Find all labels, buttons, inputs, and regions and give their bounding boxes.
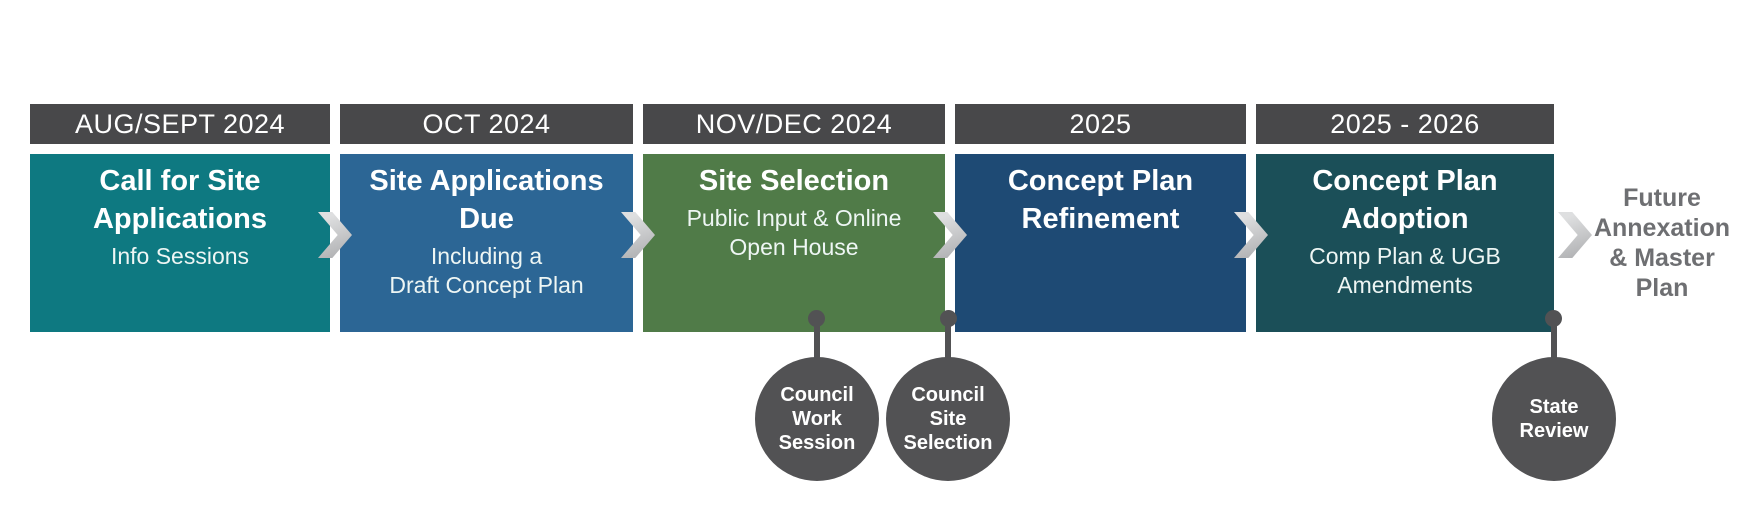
stage-site-selection: NOV/DEC 2024 Site Selection Public Input… <box>643 0 945 521</box>
stage-period-header: OCT 2024 <box>340 104 633 144</box>
stage-subtitle-line: Open House <box>729 234 859 260</box>
callout-line: Review <box>1519 420 1589 442</box>
stage-period-label: 2025 - 2026 <box>1330 108 1480 139</box>
future-note-line: Annexation <box>1593 214 1731 242</box>
callout-council-site-selection: Council Site Selection <box>886 357 1010 481</box>
callout-line: Council <box>911 384 985 406</box>
stage-site-applications-due: OCT 2024 Site Applications Due Including… <box>340 0 633 521</box>
callout-line: State <box>1529 396 1579 418</box>
stage-title-line: Concept Plan <box>1007 165 1194 197</box>
stage-body: Concept Plan Adoption Comp Plan & UGB Am… <box>1256 154 1554 332</box>
stage-title-line: Call for Site <box>99 165 261 197</box>
stage-subtitle-line: Comp Plan & UGB <box>1309 243 1501 269</box>
stage-period-label: NOV/DEC 2024 <box>695 108 893 139</box>
stage-subtitle: Info Sessions <box>30 242 330 271</box>
stage-period-header: AUG/SEPT 2024 <box>30 104 330 144</box>
stage-subtitle: Including a Draft Concept Plan <box>340 242 633 300</box>
connector-dot <box>1545 310 1562 327</box>
stage-subtitle-line: Public Input & Online <box>686 205 902 231</box>
stage-body: Call for Site Applications Info Sessions <box>30 154 330 332</box>
stage-period-label: OCT 2024 <box>422 108 551 139</box>
callout-state-review: State Review <box>1492 357 1616 481</box>
stage-title: Site Selection <box>643 162 945 200</box>
stage-title-line: Due <box>459 203 514 235</box>
connector-dot <box>940 310 957 327</box>
callout-line: Session <box>778 432 856 454</box>
stage-body: Concept Plan Refinement <box>955 154 1246 332</box>
stage-period-header: 2025 - 2026 <box>1256 104 1554 144</box>
stage-subtitle-line: Including a <box>430 243 543 269</box>
callout-line: Selection <box>903 432 993 454</box>
stage-subtitle-line: Amendments <box>1337 272 1473 298</box>
stage-title: Call for Site Applications <box>30 162 330 238</box>
callout-line: Site <box>929 408 967 430</box>
stage-subtitle: Public Input & Online Open House <box>643 204 945 262</box>
stage-body: Site Applications Due Including a Draft … <box>340 154 633 332</box>
stage-subtitle-line: Info Sessions <box>110 243 250 269</box>
stage-period-label: AUG/SEPT 2024 <box>74 108 286 139</box>
future-note-line: & Master <box>1609 244 1715 272</box>
stage-title: Concept Plan Refinement <box>955 162 1246 238</box>
connector-stem <box>945 318 951 360</box>
stage-title: Concept Plan Adoption <box>1256 162 1554 238</box>
future-note-line: Plan <box>1635 274 1689 302</box>
stage-period-header: NOV/DEC 2024 <box>643 104 945 144</box>
stage-title-line: Adoption <box>1341 203 1469 235</box>
stage-concept-plan-refinement: 2025 Concept Plan Refinement <box>955 0 1246 521</box>
future-note-line: Future <box>1623 184 1701 212</box>
callout-line: Work <box>792 408 842 430</box>
stage-concept-plan-adoption: 2025 - 2026 Concept Plan Adoption Comp P… <box>1256 0 1554 521</box>
stage-title: Site Applications Due <box>340 162 633 238</box>
stage-title-line: Site Applications <box>369 165 604 197</box>
stage-call-for-site-applications: AUG/SEPT 2024 Call for Site Applications… <box>30 0 330 521</box>
connector-dot <box>808 310 825 327</box>
stage-period-header: 2025 <box>955 104 1246 144</box>
stage-title-line: Concept Plan <box>1312 165 1498 197</box>
connector-stem <box>814 318 820 360</box>
stage-subtitle: Comp Plan & UGB Amendments <box>1256 242 1554 300</box>
callout-line: Council <box>780 384 854 406</box>
stage-body: Site Selection Public Input & Online Ope… <box>643 154 945 332</box>
stage-title-line: Refinement <box>1021 203 1180 235</box>
callout-council-work-session: Council Work Session <box>755 357 879 481</box>
future-annexation-note: Future Annexation & Master Plan <box>1578 183 1746 303</box>
stage-subtitle-line: Draft Concept Plan <box>389 272 584 298</box>
stage-title-line: Site Selection <box>698 165 890 197</box>
connector-stem <box>1551 318 1557 360</box>
stage-title-line: Applications <box>92 203 267 235</box>
stage-period-label: 2025 <box>1069 108 1132 139</box>
